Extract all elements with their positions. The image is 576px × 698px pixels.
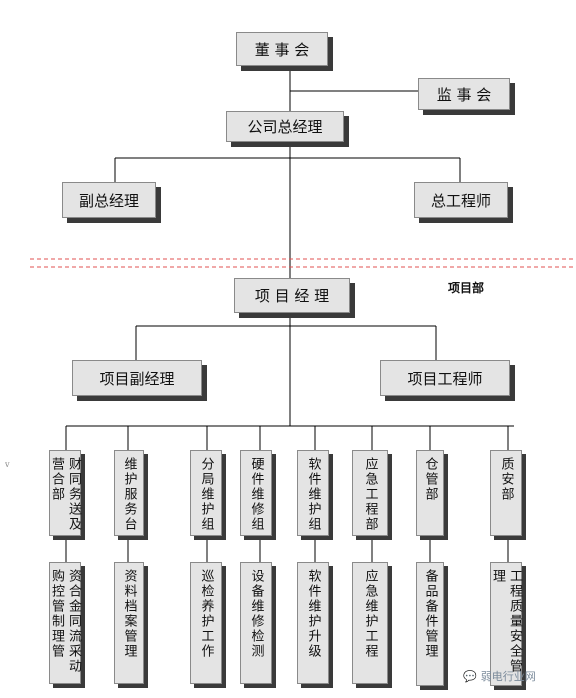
- department-duty: 工程质量安全管理: [490, 569, 522, 674]
- department-name: 财同务送及营合部: [49, 457, 81, 532]
- chat-bubble-icon: 💬: [463, 669, 477, 683]
- department-duty-box: 应急维护工程: [352, 562, 388, 684]
- department-name: 质安部: [498, 457, 514, 502]
- department-duty: 备品备件管理: [422, 569, 438, 659]
- department-name: 仓管部: [422, 457, 438, 502]
- department-duty: 应急维护工程: [362, 569, 378, 659]
- project-manager-box: 项 目 经 理: [234, 278, 350, 313]
- department-duty: 资料档案管理: [121, 569, 137, 659]
- project-deputy-box: 项目副经理: [72, 360, 202, 396]
- department-duty-box: 备品备件管理: [416, 562, 444, 686]
- general-manager-box: 公司总经理: [226, 111, 344, 142]
- department-name: 应急工程部: [362, 457, 378, 532]
- department-duty-box: 巡检养护工作: [190, 562, 222, 684]
- department-name: 分局维护组: [198, 457, 214, 532]
- department-name: 维护服务台: [121, 457, 137, 532]
- department-box: 硬件维修组: [240, 450, 272, 536]
- department-duty: 设备维修检测: [248, 569, 264, 659]
- department-box: 质安部: [490, 450, 522, 536]
- department-duty-box: 工程质量安全管理: [490, 562, 522, 686]
- stray-mark: v: [5, 460, 10, 469]
- department-duty: 巡检养护工作: [198, 569, 214, 659]
- department-box: 软件维护组: [297, 450, 329, 536]
- deputy-gm-box: 副总经理: [62, 182, 156, 218]
- department-duty: 资合金同流采动购控管制理管: [49, 569, 81, 674]
- department-duty-box: 设备维修检测: [240, 562, 272, 684]
- board-box: 董 事 会: [236, 32, 328, 66]
- department-box: 分局维护组: [190, 450, 222, 536]
- department-box: 财同务送及营合部: [49, 450, 81, 536]
- department-box: 维护服务台: [114, 450, 144, 536]
- department-box: 仓管部: [416, 450, 444, 536]
- department-box: 应急工程部: [352, 450, 388, 536]
- department-duty-box: 软件维护升级: [297, 562, 329, 684]
- chief-engineer-box: 总工程师: [414, 182, 508, 218]
- department-name: 软件维护组: [305, 457, 321, 532]
- department-duty-box: 资合金同流采动购控管制理管: [49, 562, 81, 684]
- project-dept-label: 项目部: [448, 281, 485, 295]
- watermark-text: 弱电行业网: [480, 670, 536, 683]
- department-duty: 软件维护升级: [305, 569, 321, 659]
- watermark: 💬 弱电行业网: [463, 668, 536, 684]
- department-name: 硬件维修组: [248, 457, 264, 532]
- department-duty-box: 资料档案管理: [114, 562, 144, 684]
- supervisors-box: 监 事 会: [418, 78, 510, 110]
- project-engineer-box: 项目工程师: [380, 360, 510, 396]
